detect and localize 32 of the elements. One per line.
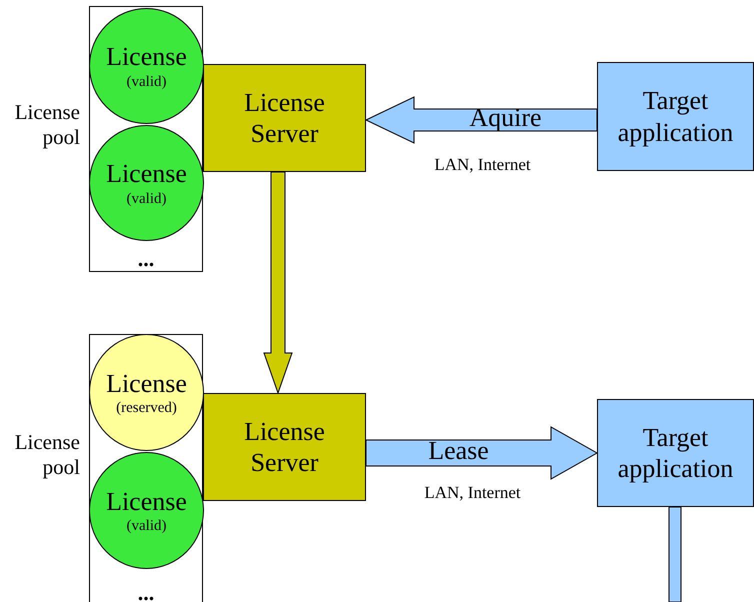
status-text: (reserved) (116, 399, 177, 418)
process-box (597, 62, 754, 171)
pool-box (89, 6, 203, 272)
node-title: License (106, 158, 187, 190)
edge-label: Aquire (468, 103, 543, 133)
block-arrow (366, 426, 598, 480)
block-arrow (668, 506, 682, 602)
ellipsis-text: ... (138, 580, 154, 602)
node-title: License Server (243, 86, 326, 150)
pool-box (89, 334, 203, 602)
node-title: Target application (618, 422, 734, 484)
node-title: License (106, 368, 187, 400)
block-arrow (263, 172, 293, 395)
node-title: License (106, 41, 187, 73)
network-label: LAN, Internet (433, 155, 532, 175)
network-label: LAN, Internet (423, 483, 522, 503)
edge-label: Lease (427, 436, 490, 466)
status-text: (valid) (126, 72, 166, 91)
status-text: (valid) (126, 190, 166, 208)
ellipsis-text: ... (138, 246, 154, 271)
status-text: (valid) (126, 517, 166, 536)
process-box (203, 64, 366, 172)
block-arrow (364, 96, 598, 144)
node-title: Target application (618, 85, 734, 148)
process-box (203, 393, 366, 501)
license-circle (89, 8, 204, 124)
process-box (597, 399, 754, 507)
license-circle (89, 334, 204, 451)
pool-label: License pool (14, 100, 80, 150)
node-title: License (106, 486, 187, 518)
pool-label: License pool (14, 430, 80, 480)
node-title: License Server (243, 416, 326, 478)
